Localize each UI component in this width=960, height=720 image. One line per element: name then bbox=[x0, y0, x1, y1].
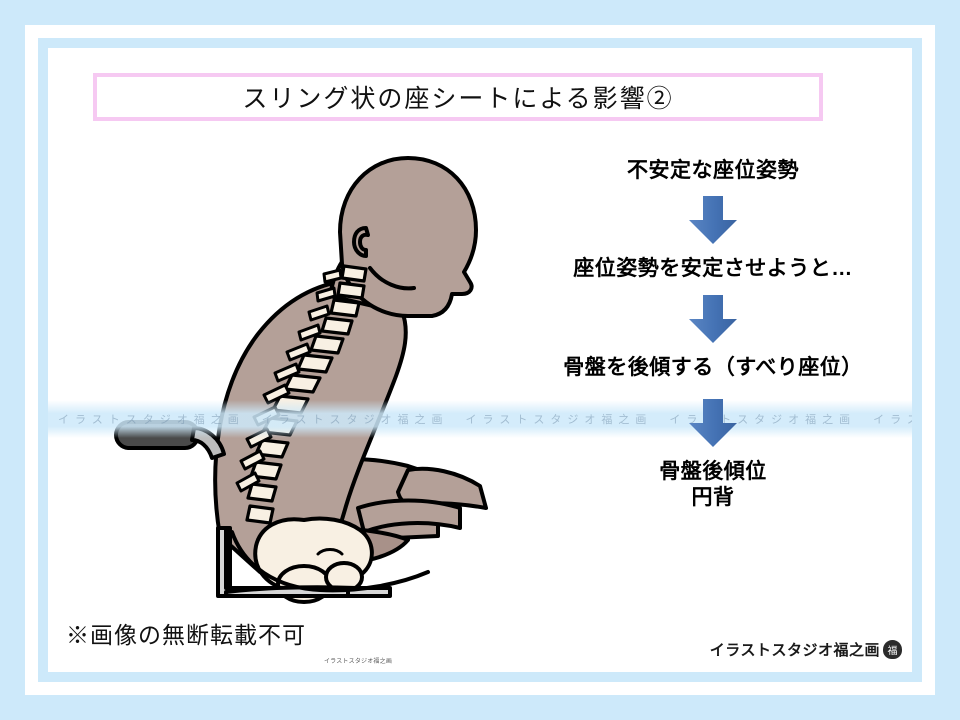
illustration-seated-posture: イラストスタジオ福之画 bbox=[108, 136, 508, 665]
arrow-down-icon bbox=[689, 398, 737, 447]
illustration-watermark: イラストスタジオ福之画 bbox=[323, 659, 393, 665]
studio-badge-icon: 福 bbox=[883, 640, 902, 659]
arrow-down-icon bbox=[689, 294, 737, 343]
copyright-notice: ※画像の無断転載不可 bbox=[66, 623, 306, 648]
studio-credit-text: イラストスタジオ福之画 bbox=[709, 642, 880, 659]
slide-canvas: スリング状の座シートによる影響② bbox=[48, 48, 912, 672]
flow-diagram: 不安定な座位姿勢 座位姿勢を安定させようと… 骨盤を後傾する（すべり座位） bbox=[518, 158, 908, 511]
flow-step-4-line2: 円背 bbox=[691, 486, 735, 509]
studio-credit: イラストスタジオ福之画 福 bbox=[710, 639, 902, 660]
arrow-down-icon bbox=[689, 196, 737, 245]
flow-step-2: 座位姿勢を安定させようと… bbox=[573, 257, 853, 281]
flow-step-4: 骨盤後傾位 円背 bbox=[659, 459, 767, 512]
flow-step-1: 不安定な座位姿勢 bbox=[627, 159, 799, 182]
flow-step-4-line1: 骨盤後傾位 bbox=[659, 459, 767, 483]
flow-step-3: 骨盤を後傾する（すべり座位） bbox=[563, 355, 863, 379]
title-box: スリング状の座シートによる影響② bbox=[93, 73, 823, 121]
page-title: スリング状の座シートによる影響② bbox=[242, 86, 674, 113]
